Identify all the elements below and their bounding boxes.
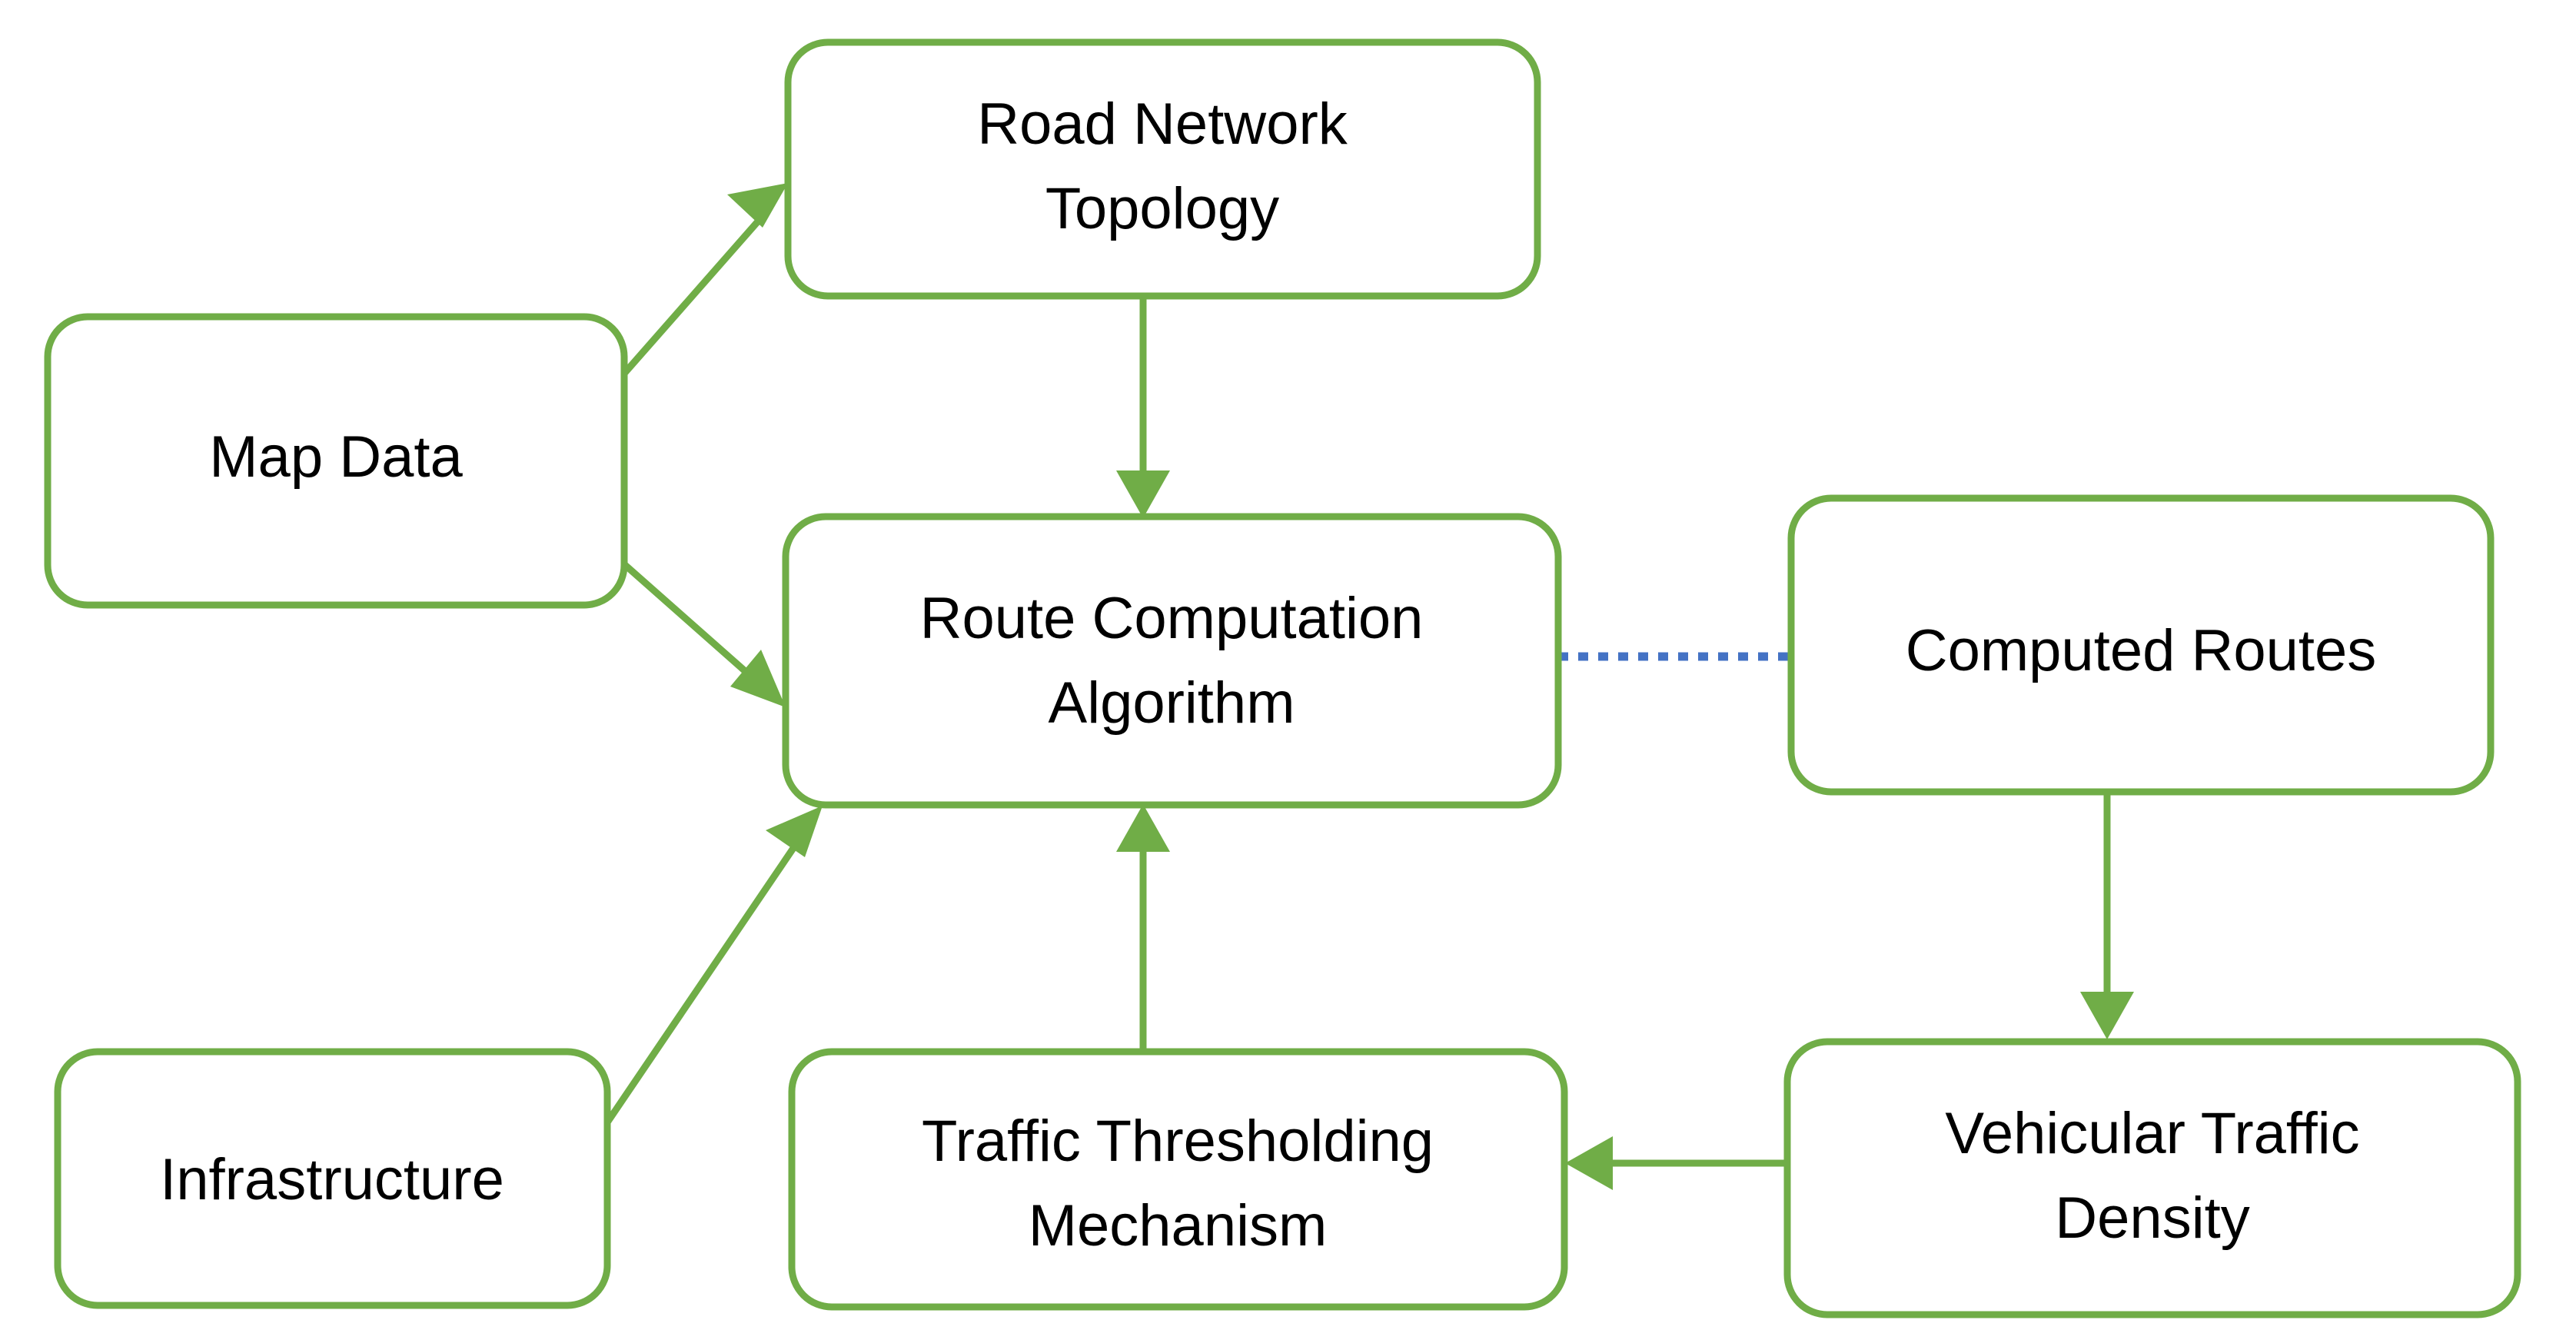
node-infrastructure[interactable]: Infrastructure: [54, 1048, 611, 1309]
arrow-head-computed-routes-to-vehicular-traffic-density: [2080, 992, 2134, 1039]
node-label-vehicular-traffic-density-line1: Vehicular Traffic: [1945, 1101, 2359, 1166]
node-label-traffic-thresholding-line1: Traffic Thresholding: [922, 1109, 1434, 1174]
node-road-network-topology[interactable]: Road Network Topology: [784, 38, 1541, 300]
node-rect-route-computation-algorithm[interactable]: [782, 513, 1562, 809]
edge-traffic-thresholding-to-route-computation: [1116, 804, 1170, 1052]
node-route-computation-algorithm[interactable]: Route Computation Algorithm: [782, 513, 1562, 809]
arrow-head-infrastructure-to-route-computation: [766, 806, 823, 857]
node-label-computed-routes: Computed Routes: [1906, 618, 2377, 683]
node-label-vehicular-traffic-density-line2: Density: [2055, 1185, 2249, 1251]
node-label-route-computation-line1: Route Computation: [920, 586, 1424, 651]
node-map-data[interactable]: Map Data: [44, 313, 628, 609]
edge-vehicular-traffic-density-to-traffic-thresholding: [1565, 1136, 1787, 1190]
node-label-map-data: Map Data: [209, 424, 463, 490]
node-rect-traffic-thresholding-mechanism[interactable]: [788, 1048, 1568, 1311]
node-label-traffic-thresholding-line2: Mechanism: [1029, 1193, 1328, 1259]
edge-computed-routes-to-vehicular-traffic-density: [2080, 792, 2134, 1039]
arrow-head-map-data-to-route-computation: [730, 650, 786, 707]
arrow-head-map-data-to-road-network-topology: [727, 183, 788, 228]
edge-infrastructure-to-route-computation: [604, 806, 823, 1125]
node-label-infrastructure: Infrastructure: [160, 1147, 504, 1212]
edge-road-network-topology-to-route-computation: [1116, 296, 1170, 518]
arrow-head-road-network-topology-to-route-computation: [1116, 470, 1170, 518]
node-rect-road-network-topology[interactable]: [784, 38, 1541, 300]
node-rect-vehicular-traffic-density[interactable]: [1783, 1038, 2521, 1318]
edge-line-infrastructure-to-route-computation: [604, 833, 805, 1125]
node-rect-infrastructure[interactable]: [54, 1048, 611, 1309]
node-layer: Map Data Road Network Topology Route Com…: [44, 38, 2521, 1318]
node-traffic-thresholding-mechanism[interactable]: Traffic Thresholding Mechanism: [788, 1048, 1568, 1311]
node-label-road-network-topology-line1: Road Network: [977, 91, 1348, 157]
arrow-head-traffic-thresholding-to-route-computation: [1116, 804, 1170, 852]
node-label-road-network-topology-line2: Topology: [1045, 176, 1279, 241]
node-label-route-computation-line2: Algorithm: [1049, 670, 1295, 736]
node-vehicular-traffic-density[interactable]: Vehicular Traffic Density: [1783, 1038, 2521, 1318]
node-computed-routes[interactable]: Computed Routes: [1787, 494, 2495, 796]
node-rect-map-data[interactable]: [44, 313, 628, 609]
node-rect-computed-routes[interactable]: [1787, 494, 2495, 796]
arrow-head-vehicular-traffic-density-to-traffic-thresholding: [1565, 1136, 1613, 1190]
